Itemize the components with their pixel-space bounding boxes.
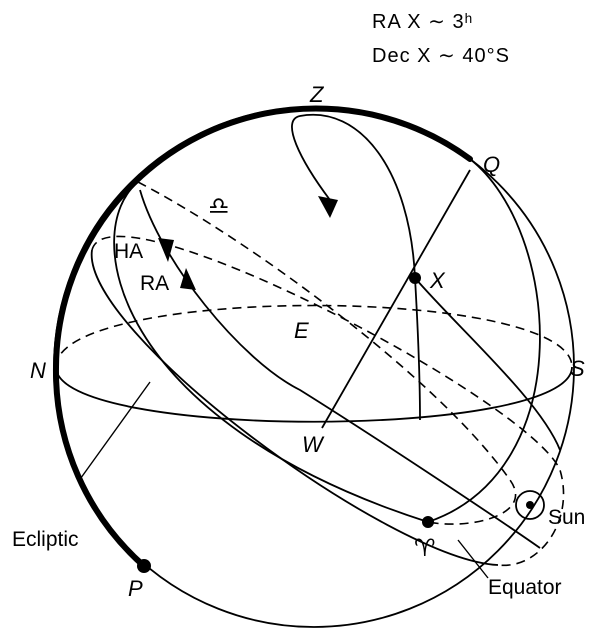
ha-ra-circle <box>140 190 540 548</box>
ecliptic-front <box>114 182 428 522</box>
star-x-point <box>409 272 421 284</box>
north-label: N <box>30 358 46 383</box>
libra-symbol: ♎ <box>208 192 230 220</box>
sun-label: Sun <box>548 506 585 529</box>
hour-circle-x <box>292 115 420 420</box>
hour-circle-arrow <box>318 196 338 218</box>
ecliptic-back <box>138 182 516 524</box>
pole-point <box>137 559 151 573</box>
aries-point <box>422 516 434 528</box>
dec-note: Dec X ∼ 40°S <box>372 45 510 67</box>
ecliptic-label: Ecliptic <box>12 528 79 551</box>
pole-label: P <box>128 576 143 601</box>
east-label: E <box>294 318 309 343</box>
ecliptic-leader <box>78 382 150 482</box>
ra-label: RA <box>140 272 169 295</box>
equator-label: Equator <box>488 576 562 599</box>
horizon-front <box>56 367 572 422</box>
sun-dot <box>526 501 534 509</box>
meridian-arc-n-to-q <box>56 108 470 367</box>
west-label: W <box>302 432 325 457</box>
q-label: Q <box>483 152 500 177</box>
aries-symbol: ♈ <box>414 534 436 562</box>
prime-vertical-w-x <box>322 170 470 428</box>
ra-arrow <box>180 268 196 290</box>
star-x-label: X <box>429 268 446 293</box>
ha-label: HA <box>114 240 143 263</box>
south-label: S <box>570 356 585 381</box>
ra-note: RA X ∼ 3ʰ <box>372 11 473 33</box>
zenith-label: Z <box>309 82 325 107</box>
